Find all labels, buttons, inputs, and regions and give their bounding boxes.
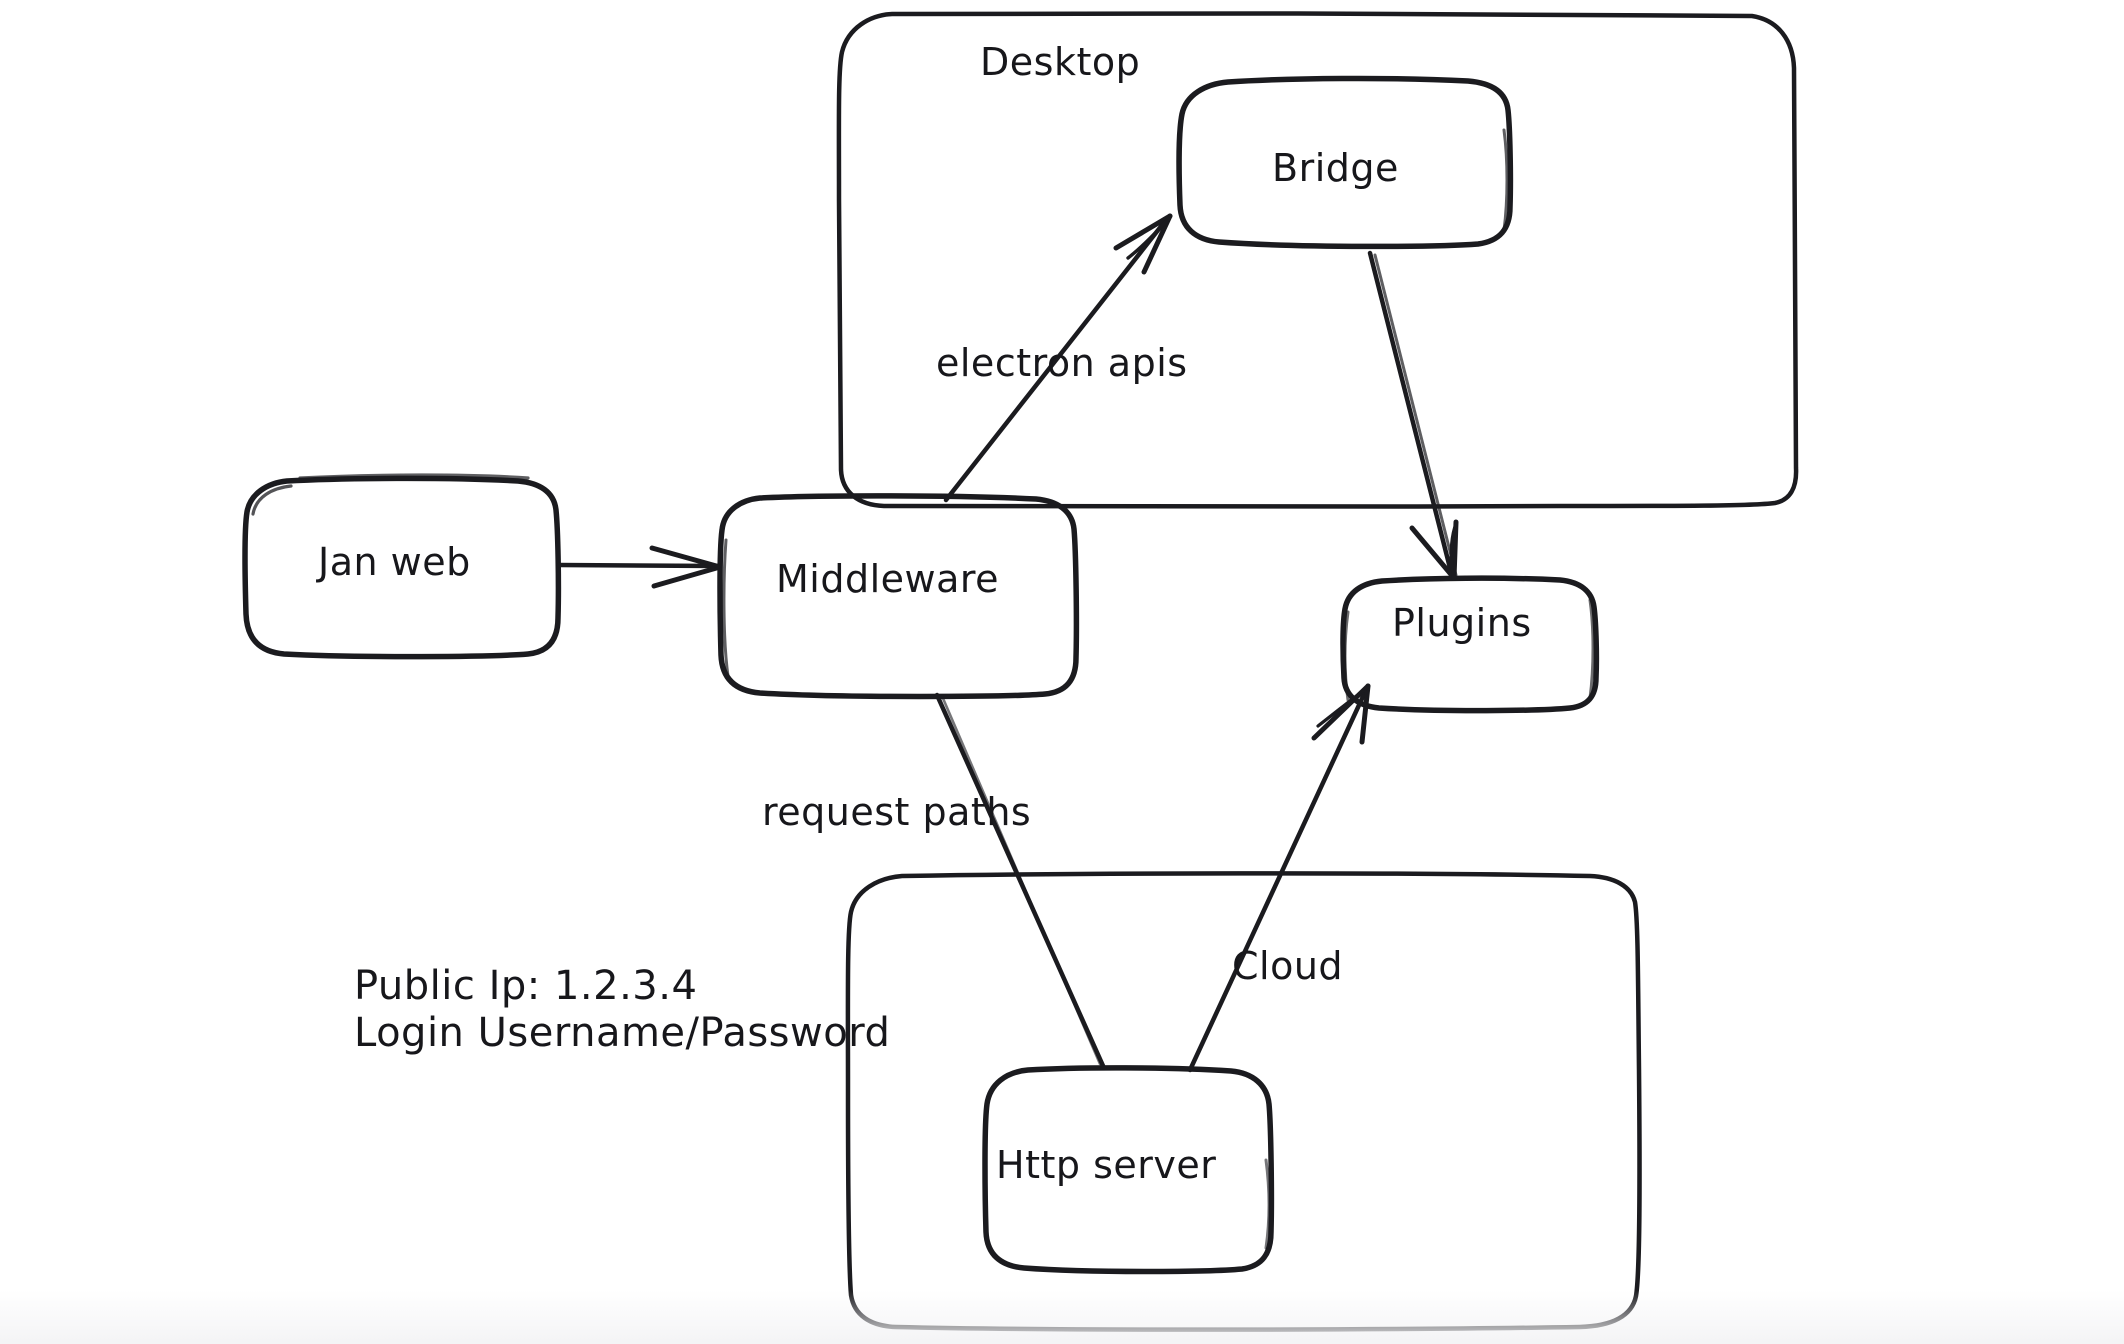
edge-label-request-paths: request paths — [762, 790, 1032, 834]
note-public-ip: Public Ip: 1.2.3.4 — [354, 963, 698, 1009]
container-label-cloud: Cloud — [1232, 944, 1344, 988]
node-bridge-shape[interactable] — [1176, 75, 1514, 250]
container-desktop-shape[interactable] — [836, 11, 1799, 510]
container-cloud-shape[interactable] — [845, 871, 1642, 1332]
node-label-jan-web: Jan web — [318, 540, 471, 584]
edge-middleware-to-bridge[interactable] — [943, 213, 1173, 503]
node-jan-web-shape[interactable] — [242, 473, 562, 660]
node-label-http-server: Http server — [996, 1143, 1217, 1187]
node-label-middleware: Middleware — [776, 557, 1000, 601]
note-login: Login Username/Password — [354, 1010, 891, 1057]
node-plugins-shape[interactable] — [1340, 575, 1600, 714]
note-block: Public Ip: 1.2.3.4 Login Username/Passwo… — [354, 963, 890, 1057]
edge-label-electron-apis: electron apis — [936, 341, 1188, 385]
node-http-server-shape[interactable] — [982, 1065, 1275, 1275]
edge-jan-web-to-middleware[interactable] — [556, 545, 723, 589]
node-label-bridge: Bridge — [1272, 146, 1399, 190]
node-middleware-shape[interactable] — [717, 493, 1080, 700]
container-label-desktop: Desktop — [980, 40, 1141, 84]
edge-bridge-to-plugins[interactable] — [1367, 250, 1459, 581]
edge-http-server-to-plugins[interactable] — [1187, 683, 1371, 1073]
node-label-plugins: Plugins — [1392, 601, 1532, 645]
edge-http-server-to-middleware[interactable] — [934, 692, 1107, 1071]
